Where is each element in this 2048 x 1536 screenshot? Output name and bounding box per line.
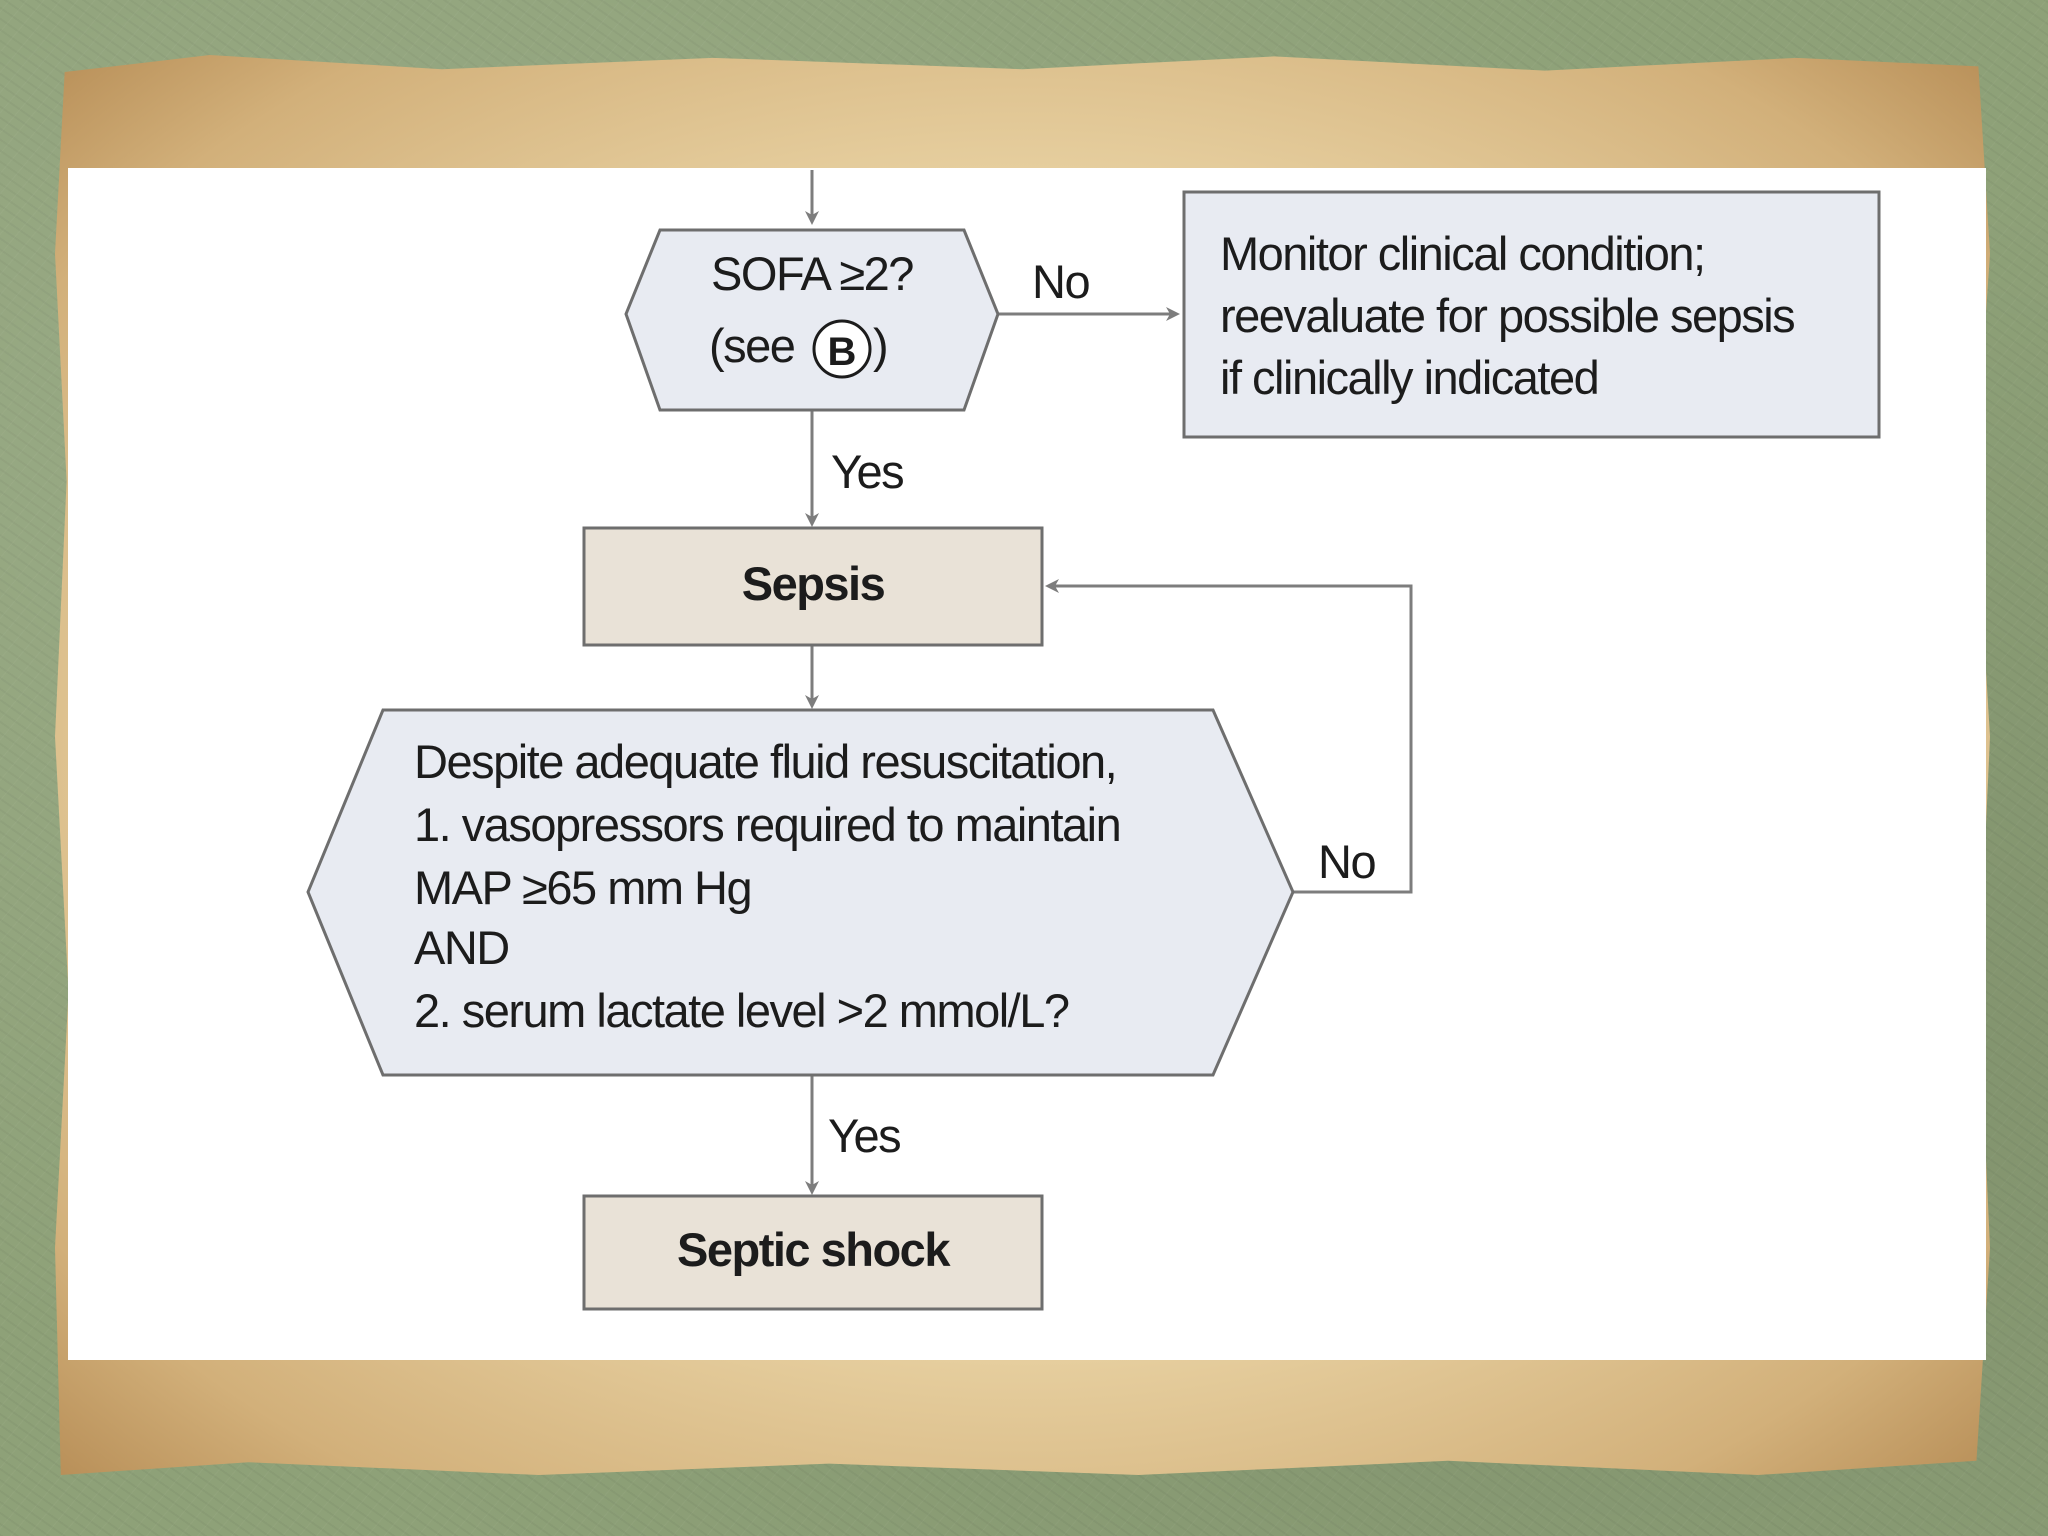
monitor-line-2: reevaluate for possible sepsis (1220, 289, 1794, 342)
monitor-line-3: if clinically indicated (1220, 351, 1598, 404)
criteria-line-4: AND (414, 921, 509, 974)
criteria-line-2: 1. vasopressors required to maintain (414, 798, 1120, 851)
monitor-line-1: Monitor clinical condition; (1220, 227, 1705, 280)
sofa-question: SOFA ≥2? (711, 247, 913, 300)
septic-shock-node (582, 1194, 1044, 1311)
sofa-decision-node (624, 228, 1000, 412)
edge-label-sofa-yes: Yes (831, 445, 903, 498)
septic-shock-label: Septic shock (677, 1223, 951, 1276)
shock-criteria-decision-node (306, 708, 1295, 1077)
edge-label-criteria-no: No (1318, 835, 1375, 888)
sepsis-node (582, 526, 1044, 647)
edge-label-sofa-no: No (1032, 255, 1089, 308)
panel-b-reference-circle (812, 319, 872, 379)
criteria-line-1: Despite adequate fluid resuscitation, (414, 735, 1116, 788)
edge-label-criteria-yes: Yes (828, 1109, 900, 1162)
edge-criteria-no (1045, 579, 1413, 894)
sofa-see-suffix: ) (873, 319, 887, 372)
monitor-node (1182, 190, 1881, 439)
criteria-line-5: 2. serum lactate level >2 mmol/L? (414, 984, 1069, 1037)
criteria-line-3: MAP ≥65 mm Hg (414, 861, 751, 914)
sofa-see-prefix: (see (709, 319, 795, 372)
sepsis-label: Sepsis (742, 557, 885, 610)
panel-b-reference-letter: B (828, 330, 857, 374)
